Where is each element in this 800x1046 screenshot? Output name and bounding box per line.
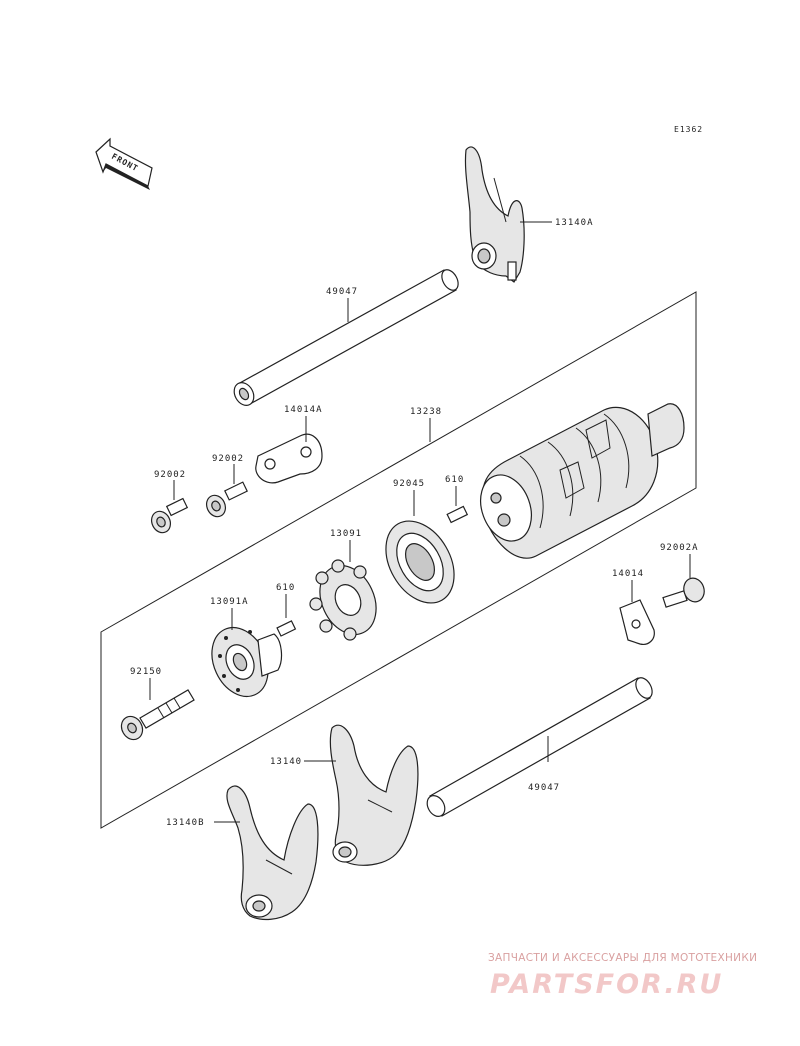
bolt-92150	[120, 689, 195, 741]
label-13140b: 13140B	[166, 818, 205, 828]
pin-610-mid	[276, 620, 297, 637]
label-13238: 13238	[410, 407, 442, 417]
stopper-plate-14014a	[255, 433, 323, 484]
label-610-mid: 610	[276, 583, 295, 593]
shift-fork-13140b	[226, 785, 319, 921]
bolt-92002a	[662, 577, 705, 608]
label-92045: 92045	[393, 479, 425, 489]
label-49047-top: 49047	[326, 287, 358, 297]
shift-cam-13091	[309, 559, 377, 641]
label-610-top: 610	[445, 475, 464, 485]
shift-drum-13238	[480, 403, 685, 559]
label-13140a: 13140A	[555, 218, 594, 228]
shift-fork-13140	[329, 724, 419, 866]
shift-rod-top	[233, 269, 459, 406]
assembly-frame	[100, 291, 697, 829]
shift-rod-bottom	[426, 677, 653, 817]
label-14014a: 14014A	[284, 405, 323, 415]
label-13091: 13091	[330, 529, 362, 539]
bearing-92045	[385, 520, 455, 604]
label-14014: 14014	[612, 569, 644, 579]
front-arrow-icon: FRONT	[95, 137, 153, 190]
label-92002a: 92002A	[660, 543, 699, 553]
label-92002-mid: 92002	[212, 454, 244, 464]
shift-fork-13140a	[464, 146, 525, 283]
cam-holder-13091a	[211, 626, 283, 698]
watermark-subtitle: ЗАПЧАСТИ И АКСЕССУАРЫ ДЛЯ МОТОТЕХНИКИ	[488, 952, 757, 964]
label-13091a: 13091A	[210, 597, 249, 607]
label-92150: 92150	[130, 667, 162, 677]
bolt-92002-left	[150, 497, 189, 534]
label-92002-left: 92002	[154, 470, 186, 480]
label-13140: 13140	[270, 757, 302, 767]
label-49047-bottom: 49047	[528, 783, 560, 793]
bolt-92002-mid	[205, 481, 248, 518]
watermark-brand: PARTSFOR.RU	[490, 969, 723, 1000]
pin-610-top	[446, 505, 469, 524]
stopper-plate-14014	[619, 599, 655, 645]
diagram-code: E1362	[674, 125, 703, 134]
